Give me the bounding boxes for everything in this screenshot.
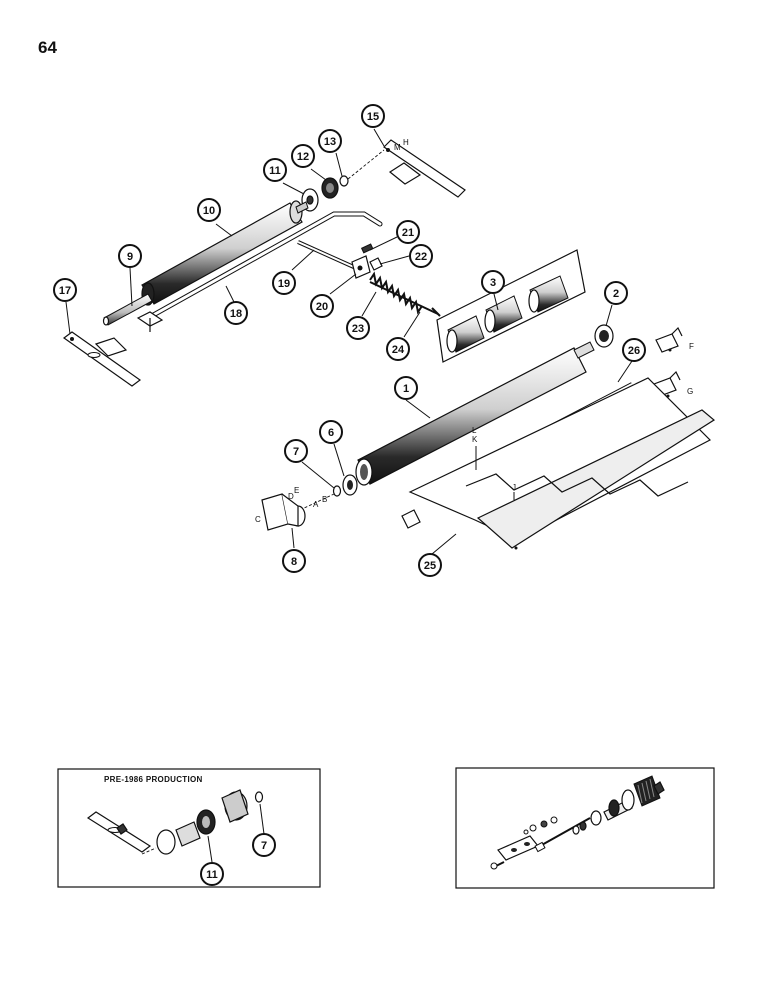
pan-25 bbox=[401, 377, 716, 550]
callout-1: 1 bbox=[394, 376, 418, 400]
callout-label: 21 bbox=[402, 227, 414, 239]
callout-label: 10 bbox=[203, 205, 215, 217]
washer-7 bbox=[332, 485, 342, 497]
callout-label: 11 bbox=[269, 165, 281, 177]
letter-j: J bbox=[512, 483, 516, 492]
callout-label: 15 bbox=[367, 111, 379, 123]
letter-m: M bbox=[394, 143, 401, 152]
bearing-2 bbox=[594, 324, 614, 348]
letter-h: H bbox=[403, 138, 409, 147]
callout-label: 8 bbox=[291, 556, 297, 568]
letter-d: D bbox=[288, 492, 294, 501]
callout-6: 6 bbox=[319, 420, 343, 444]
letter-f: F bbox=[689, 342, 694, 351]
bracket-f bbox=[655, 326, 683, 353]
spring-23 bbox=[369, 271, 423, 315]
nut-12 bbox=[321, 177, 339, 199]
callout-label: 17 bbox=[59, 285, 71, 297]
callout-18: 18 bbox=[224, 301, 248, 325]
inset-title: PRE-1986 PRODUCTION bbox=[104, 775, 203, 784]
callout-3: 3 bbox=[481, 270, 505, 294]
callout-26: 26 bbox=[622, 338, 646, 362]
bearing-6 bbox=[342, 474, 358, 496]
leader-lines bbox=[65, 128, 633, 555]
callout-13: 13 bbox=[318, 129, 342, 153]
letter-k: K bbox=[472, 435, 478, 444]
letter-c: C bbox=[255, 515, 261, 524]
callout-label: 13 bbox=[324, 136, 336, 148]
callout-label: 25 bbox=[424, 560, 436, 572]
bracket-15 bbox=[383, 139, 466, 198]
callout-22: 22 bbox=[409, 244, 433, 268]
bracket-17 bbox=[62, 331, 142, 387]
letter-e: E bbox=[294, 486, 299, 495]
letter-l: L bbox=[472, 426, 477, 435]
roll-set-3 bbox=[436, 249, 586, 363]
callout-label: 19 bbox=[278, 278, 290, 290]
inset-hardware bbox=[455, 767, 715, 889]
letter-a: A bbox=[313, 500, 319, 509]
callout-label: 20 bbox=[316, 301, 328, 313]
callout-label: 1 bbox=[403, 383, 409, 395]
inset-callout-11: 11 bbox=[206, 869, 218, 881]
callout-label: 24 bbox=[392, 344, 405, 356]
inset-callout-7: 7 bbox=[261, 840, 267, 852]
callout-label: 6 bbox=[328, 427, 334, 439]
callout-25: 25 bbox=[418, 553, 442, 577]
callout-17: 17 bbox=[53, 278, 77, 302]
letter-b: B bbox=[322, 495, 327, 504]
callout-23: 23 bbox=[346, 316, 370, 340]
callout-19: 19 bbox=[272, 271, 296, 295]
pin-21 bbox=[360, 243, 374, 254]
callout-7: 7 bbox=[284, 439, 308, 463]
callout-12: 12 bbox=[291, 144, 315, 168]
callout-2: 2 bbox=[604, 281, 628, 305]
rod-18 bbox=[136, 211, 383, 332]
callout-21: 21 bbox=[396, 220, 420, 244]
roller-1 bbox=[355, 341, 595, 486]
washer-13 bbox=[339, 175, 349, 187]
callout-9: 9 bbox=[118, 244, 142, 268]
callout-20: 20 bbox=[310, 294, 334, 318]
bracket-8 bbox=[261, 493, 306, 531]
callout-8: 8 bbox=[282, 549, 306, 573]
rod-19 bbox=[297, 240, 357, 270]
callout-11: 11 bbox=[263, 158, 287, 182]
callout-10: 10 bbox=[197, 198, 221, 222]
callout-label: 3 bbox=[490, 277, 496, 289]
callout-label: 9 bbox=[127, 251, 133, 263]
callout-label: 7 bbox=[293, 446, 299, 458]
callout-label: 2 bbox=[613, 288, 619, 300]
callout-15: 15 bbox=[361, 104, 385, 128]
shaft-9 bbox=[102, 201, 309, 326]
block-20 bbox=[351, 255, 371, 279]
inset-pre-1986: PRE-1986 PRODUCTION 11 7 bbox=[57, 768, 321, 888]
rod-24 bbox=[369, 281, 441, 317]
callout-24: 24 bbox=[386, 337, 410, 361]
letter-g: G bbox=[687, 387, 693, 396]
callout-label: 23 bbox=[352, 323, 364, 335]
washer-22 bbox=[369, 257, 383, 271]
callout-label: 12 bbox=[297, 151, 309, 163]
callout-label: 26 bbox=[628, 345, 640, 357]
callout-label: 22 bbox=[415, 251, 427, 263]
page-number: 64 bbox=[38, 38, 57, 57]
callout-label: 18 bbox=[230, 308, 242, 320]
